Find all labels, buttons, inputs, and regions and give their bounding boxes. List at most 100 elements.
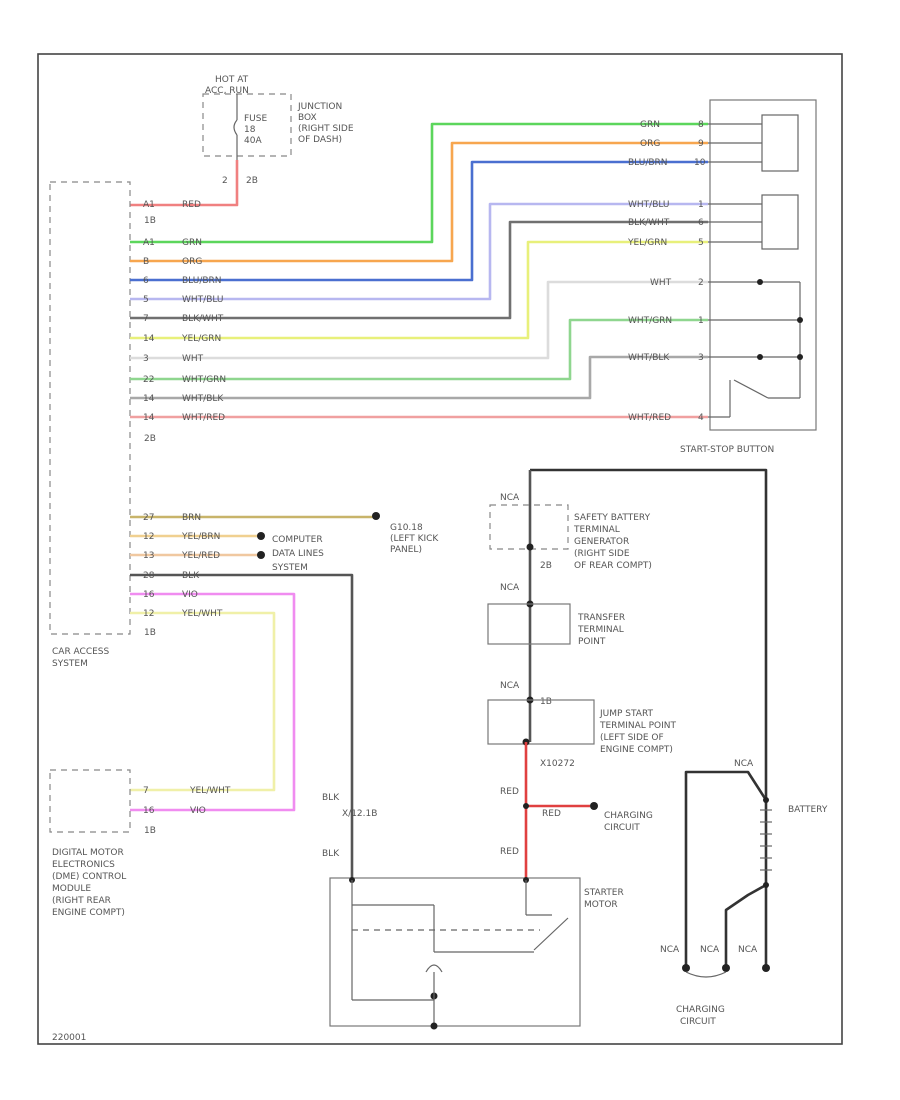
dme-pin-1: 7 [143,786,149,796]
ground-name: G10.18 [390,523,423,533]
jb-fuse-line-2: 18 [244,125,256,135]
sbt-name-3: GENERATOR [574,537,629,547]
wire-blk-wht [130,220,708,320]
jb-name-line-3: (RIGHT SIDE [298,124,354,134]
vio-label: VIO [182,590,198,600]
wht-red-pin: 14 [143,413,155,423]
org-right-label: ORG [640,139,660,149]
wht-red-label: WHT/RED [182,413,225,423]
cas-pin-top: 1B [144,216,156,226]
data-lines-line-2: DATA LINES [272,549,324,559]
data-lines-line-1: COMPUTER [272,535,323,545]
yel-grn-label: YEL/GRN [181,334,221,344]
wht-blu-right-pin: 1 [698,200,704,210]
jb-name-line-4: OF DASH) [298,135,342,145]
wire-grn [130,122,708,244]
cc-nca-2: NCA [700,945,720,955]
start-stop-button: START-STOP BUTTON [680,99,817,455]
cas-pin-bottom: 1B [144,628,156,638]
blk-wht-pin: 7 [143,314,149,324]
jst-sub-pin: X10272 [540,759,575,769]
wht-grn-pin: 22 [143,375,154,385]
ground-dot [372,512,380,520]
starter-motor: BLK X/12.1B BLK STARTER MOTOR [322,793,624,1030]
jst-name-2: TERMINAL POINT [599,721,677,731]
dme-name-5: (RIGHT REAR [52,896,111,906]
vio-pin: 16 [143,590,155,600]
wht-red-right-pin: 4 [698,413,704,423]
starter-red-label-1: RED [500,787,519,797]
grn-right-label: GRN [640,120,660,130]
battery-name: BATTERY [788,805,828,815]
cc-name-2: CIRCUIT [680,1017,716,1027]
sbt-nca: NCA [500,493,520,503]
blu-brn-label: BLU/BRN [182,276,222,286]
dme-module: 7 YEL/WHT 16 VIO 1B DIGITAL MOTOR ELECTR… [49,769,231,918]
ground-line-2: PANEL) [390,545,422,555]
blk-wht-right-label: BLK/WHT [628,218,670,228]
brn-pin: 27 [143,513,154,523]
wire-blu-brn [130,160,708,282]
jb-hot-label2: ACC, RUN [205,86,249,96]
ttp-nca: NCA [500,583,520,593]
ttp-name-1: TRANSFER [577,613,625,623]
dme-name-3: (DME) CONTROL [52,872,126,882]
sbt-name-5: OF REAR COMPT) [574,561,652,571]
data-dot-2 [257,551,265,559]
jb-fuse-line-3: 40A [244,136,262,146]
sbt-pin: 2B [540,561,552,571]
dme-name-4: MODULE [52,884,91,894]
jb-fuse-line-1: FUSE [244,114,267,124]
yel-brn-pin: 12 [143,532,154,542]
wht-blk-right-pin: 3 [698,353,704,363]
wire-wht-grn [130,318,708,381]
data-lines-line-3: SYSTEM [272,563,308,573]
charging-circuit-top: RED RED RED CHARGING CIRCUIT [500,787,653,857]
starter-name-1: STARTER [584,888,624,898]
wire-red-pin: A1 [143,200,155,210]
top-wire-left-labels: A1 GRN B ORG 6 BLU/BRN 5 WHT/BLU 7 BLK/W… [143,238,226,423]
cas-name-line-1: CAR ACCESS [52,647,110,657]
wire-red-feed [130,160,239,207]
battery-nca: NCA [734,759,754,769]
charging-red-label: RED [542,809,561,819]
cas-pin-mid: 2B [144,434,156,444]
wire-yel-wht [130,611,276,792]
jump-start-terminal: NCA 1B JUMP START TERMINAL POINT (LEFT S… [487,681,677,769]
yel-wht-pin: 12 [143,609,154,619]
wht-blk-pin: 14 [143,394,155,404]
jst-nca: NCA [500,681,520,691]
dme-name-1: DIGITAL MOTOR [52,848,124,858]
wire-battery-main [530,468,768,968]
wht-blu-right-label: WHT/BLU [628,200,670,210]
starter-name-2: MOTOR [584,900,618,910]
ttp-name-3: POINT [578,637,606,647]
wht-label: WHT [182,354,204,364]
org-pin: B [143,257,149,267]
blk-wht-right-pin: 6 [698,218,704,228]
wht-right-label: WHT [650,278,672,288]
dme-wire-1: YEL/WHT [189,786,231,796]
wht-blk-label: WHT/BLK [182,394,224,404]
jb-name-line-1: JUNCTION [297,102,342,112]
charging-dot [590,802,598,810]
wht-blu-label: WHT/BLU [182,295,224,305]
dme-pin-2: 16 [143,806,155,816]
grn-right-pin: 8 [698,120,704,130]
yel-red-pin: 13 [143,551,154,561]
starter-red-label-2: RED [500,847,519,857]
cas-name-line-2: SYSTEM [52,659,88,669]
sbt-name-4: (RIGHT SIDE [574,549,630,559]
brn-label: BRN [182,513,201,523]
wire-red-label: RED [182,200,201,210]
charging-name-2: CIRCUIT [604,823,640,833]
wht-right-pin: 2 [698,278,704,288]
wht-grn-right-label: WHT/GRN [628,316,672,326]
yel-brn-label: YEL/BRN [181,532,220,542]
jb-pin-side: 2B [246,176,258,186]
wht-grn-right-pin: 1 [698,316,704,326]
blk-pin: 28 [143,571,155,581]
safety-battery-terminal: NCA 2B SAFETY BATTERY TERMINAL GENERATOR… [489,493,652,571]
grn-label: GRN [182,238,202,248]
data-dot-1 [257,532,265,540]
